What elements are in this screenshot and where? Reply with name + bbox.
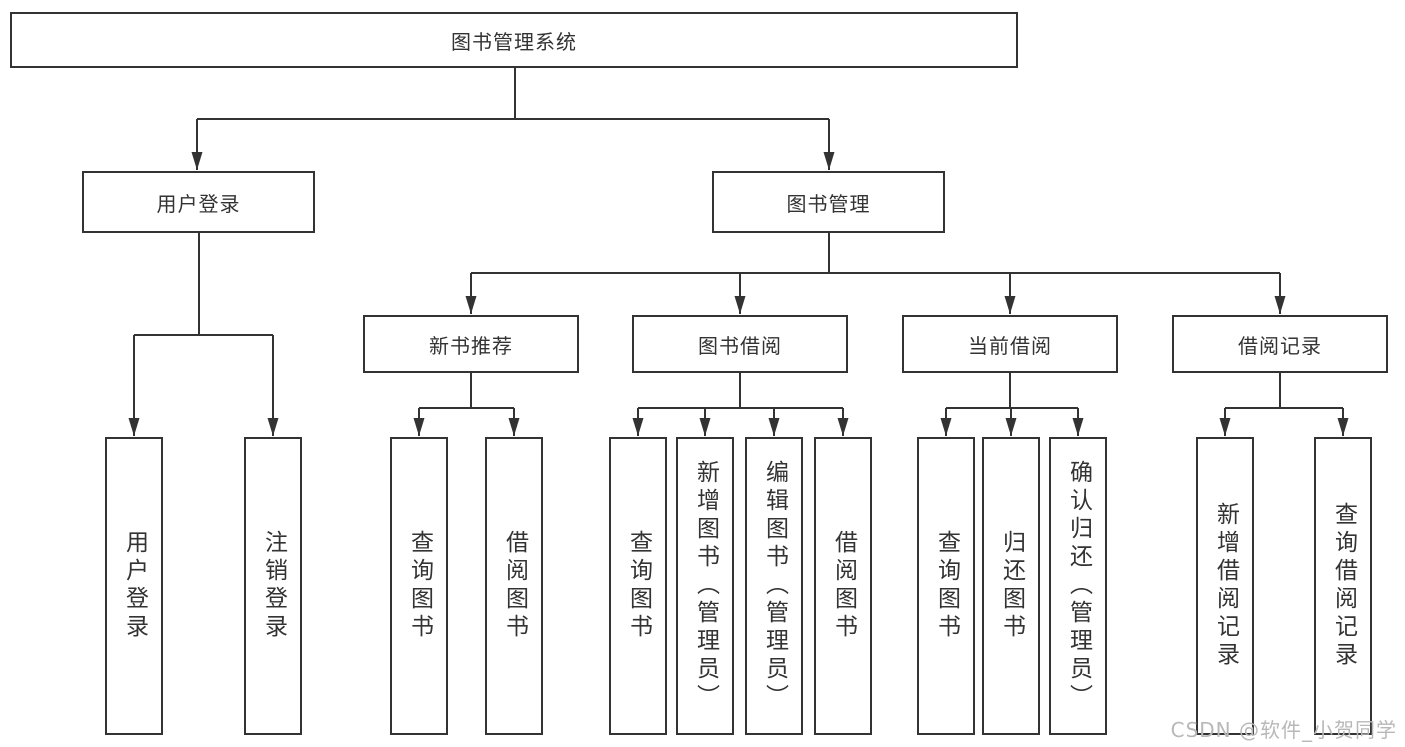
node-current-borrow-label: 当前借阅 [968,333,1052,358]
node-current-borrow: 当前借阅 [902,315,1118,373]
node-user-login: 用户登录 [82,171,315,233]
leaf-current-query-book: 查询图书 [917,437,975,735]
leaf-current-query-book-label: 查询图书 [933,530,960,642]
leaf-edit-book-admin-label: 编辑图书（管理员） [761,460,788,712]
leaf-add-book-admin: 新增图书（管理员） [676,437,734,735]
node-book-management-label: 图书管理 [786,191,871,216]
leaf-add-borrow-record: 新增借阅记录 [1196,437,1254,735]
leaf-recommend-query-book-label: 查询图书 [406,530,433,642]
node-borrow-record: 借阅记录 [1172,315,1388,373]
leaf-logout: 注销登录 [244,437,302,735]
leaf-query-borrow-record: 查询借阅记录 [1314,437,1372,735]
leaf-borrow-query-book-label: 查询图书 [625,530,652,642]
leaf-add-book-admin-label: 新增图书（管理员） [692,460,719,712]
leaf-recommend-query-book: 查询图书 [390,437,448,735]
leaf-user-login: 用户登录 [105,437,163,735]
leaf-edit-book-admin: 编辑图书（管理员） [745,437,803,735]
leaf-confirm-return-admin: 确认归还（管理员） [1049,437,1107,735]
leaf-borrow-book-label: 借阅图书 [830,530,857,642]
leaf-recommend-borrow-book-label: 借阅图书 [501,530,528,642]
leaf-logout-label: 注销登录 [260,530,287,642]
leaf-borrow-query-book: 查询图书 [609,437,667,735]
leaf-query-borrow-record-label: 查询借阅记录 [1330,502,1357,670]
node-book-management: 图书管理 [712,171,945,233]
leaf-add-borrow-record-label: 新增借阅记录 [1212,502,1239,670]
leaf-return-book-label: 归还图书 [998,530,1025,642]
node-root-system: 图书管理系统 [10,12,1018,68]
leaf-recommend-borrow-book: 借阅图书 [485,437,543,735]
node-borrow-record-label: 借阅记录 [1238,333,1322,358]
node-new-book-recommend-label: 新书推荐 [429,333,513,358]
node-root-label: 图书管理系统 [451,29,577,54]
node-user-login-label: 用户登录 [156,191,241,216]
node-new-book-recommend: 新书推荐 [363,315,579,373]
node-book-borrow: 图书借阅 [632,315,848,373]
leaf-return-book: 归还图书 [982,437,1040,735]
node-book-borrow-label: 图书借阅 [698,333,782,358]
csdn-watermark: CSDN @软件_小贺同学 [1170,718,1397,742]
leaf-user-login-label: 用户登录 [121,530,148,642]
leaf-borrow-book: 借阅图书 [814,437,872,735]
leaf-confirm-return-admin-label: 确认归还（管理员） [1065,460,1092,712]
